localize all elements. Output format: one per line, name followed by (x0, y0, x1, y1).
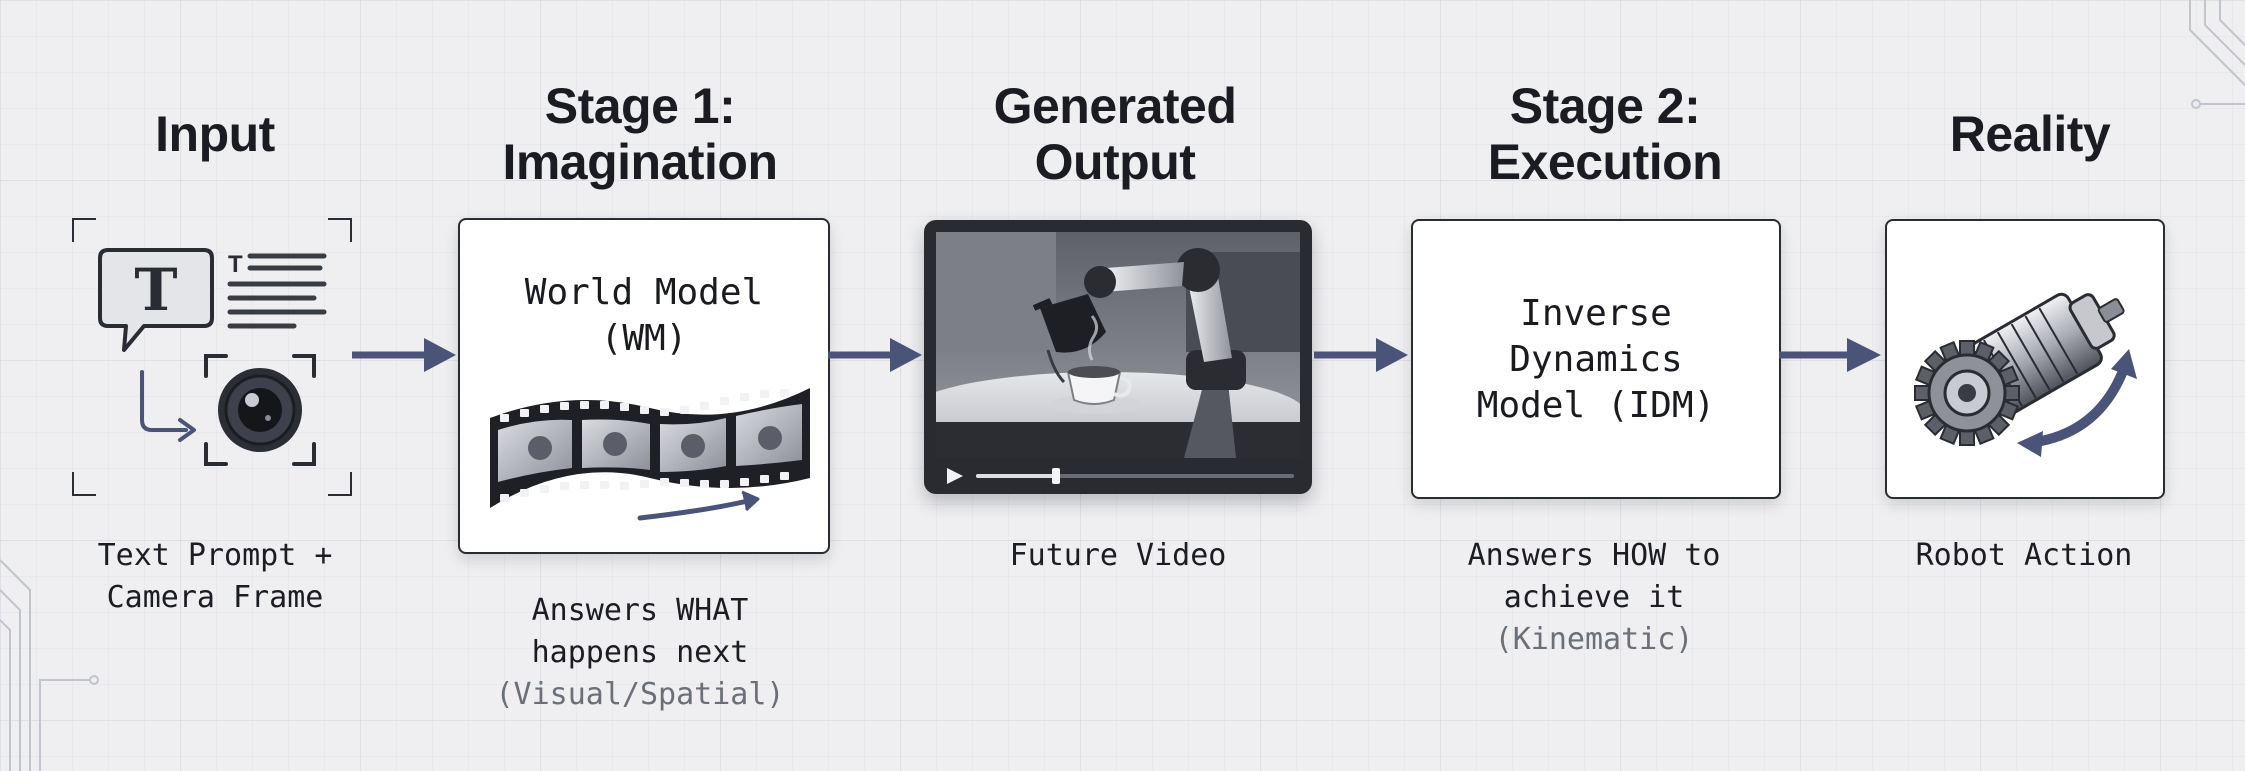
arrow-output-to-stage2 (1314, 338, 1408, 372)
stage1-title: Stage 1: Imagination (430, 78, 850, 190)
robot-action-box (1885, 219, 2165, 499)
reality-caption: Robot Action (1874, 535, 2174, 577)
idm-label-line: Model (IDM) (1476, 385, 1716, 426)
world-model-label: World Model (524, 272, 764, 313)
stage1-caption-note: (Visual/Spatial) (495, 677, 785, 712)
stage2-caption: Answers HOW to achieve it (Kinematic) (1394, 535, 1794, 661)
idm-label-line: Inverse (1520, 293, 1672, 334)
input-caption-line: Camera Frame (106, 580, 324, 615)
circuit-decoration (0, 559, 99, 771)
stage2-title: Stage 2: Execution (1395, 78, 1815, 190)
future-video-frame[interactable] (924, 220, 1312, 494)
input-caption-line: Text Prompt + (97, 538, 333, 573)
generated-caption: Future Video (918, 535, 1318, 577)
reality-title: Reality (1949, 106, 2111, 162)
stage1-title-line: Stage 1: (544, 78, 736, 134)
circuit-decoration (2189, 0, 2245, 109)
idm-label-line: Dynamics (1509, 339, 1683, 380)
stage1-caption: Answers WHAT happens next (Visual/Spatia… (440, 590, 840, 716)
stage2-caption-line: Answers HOW to (1467, 538, 1721, 573)
video-progress-track[interactable] (976, 474, 1294, 478)
play-icon[interactable] (944, 466, 966, 486)
motor-gear-icon (1914, 292, 2125, 446)
stage2-title-line: Stage 2: (1509, 78, 1701, 134)
video-scrubber[interactable] (1052, 468, 1060, 484)
stage1-title-line: Imagination (502, 134, 778, 190)
stage1-caption-line: happens next (531, 635, 749, 670)
svg-text:T: T (228, 251, 243, 278)
film-strip-icon (490, 388, 810, 521)
generated-title-line: Output (1034, 134, 1196, 190)
arrow-elbow-icon (140, 370, 196, 442)
arrow-stage1-to-output (828, 338, 922, 372)
text-lines-icon: T (227, 251, 327, 329)
generated-title-line: Generated (993, 78, 1237, 134)
rotation-arrow-icon (2017, 349, 2137, 457)
input-title: Input (155, 106, 275, 162)
input-panel: T T (72, 218, 352, 496)
stage1-caption-line: Answers WHAT (531, 593, 749, 628)
world-model-abbrev: (WM) (600, 318, 688, 359)
world-model-box: World Model (WM) (458, 218, 830, 554)
generated-title: Generated Output (905, 78, 1325, 190)
camera-lens-icon (204, 354, 316, 466)
video-progress-fill (976, 474, 1056, 478)
generated-caption-line: Future Video (1009, 538, 1227, 573)
arrow-stage2-to-reality (1779, 338, 1881, 372)
idm-box: Inverse Dynamics Model (IDM) (1411, 219, 1781, 499)
input-caption: Text Prompt + Camera Frame (40, 535, 390, 619)
svg-text:T: T (134, 256, 177, 324)
arrow-input-to-stage1 (352, 338, 456, 372)
stage2-title-line: Execution (1487, 134, 1723, 190)
text-t-icon: T (98, 248, 214, 352)
stage2-caption-note: (Kinematic) (1494, 622, 1694, 657)
stage2-caption-line: achieve it (1503, 580, 1685, 615)
reality-caption-line: Robot Action (1915, 538, 2133, 573)
video-still (936, 232, 1300, 458)
